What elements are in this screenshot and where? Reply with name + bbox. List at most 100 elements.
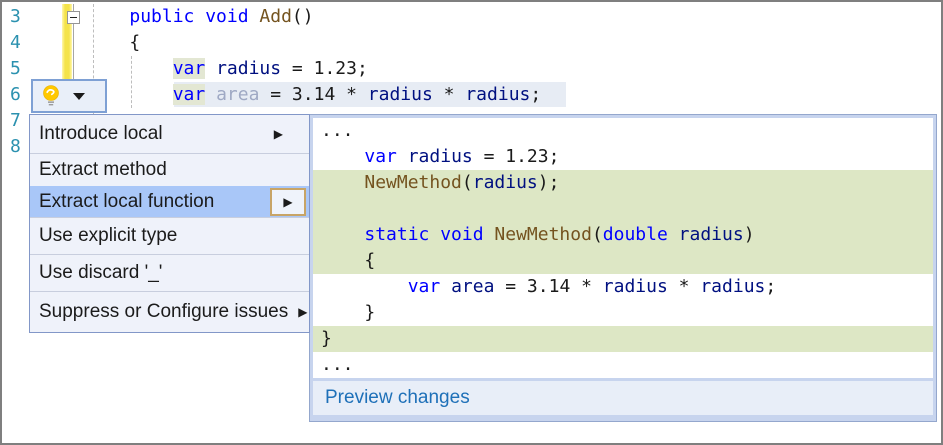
menu-item-label: Extract method	[39, 159, 167, 180]
code-token: radius	[678, 224, 744, 245]
refactoring-preview-popup: ... var radius = 1.23; NewMethod(radius)…	[309, 114, 937, 422]
code-line: public void Add()	[86, 4, 314, 30]
code-indent	[321, 172, 364, 193]
line-number: 4	[10, 32, 21, 53]
chevron-right-icon: ▶	[283, 194, 293, 209]
code-indent	[321, 276, 408, 297]
code-token: ...	[321, 120, 354, 141]
menu-item-introduce-local[interactable]: Introduce local ▶	[30, 115, 309, 153]
preview-line-added: static void NewMethod(double radius)	[313, 222, 933, 248]
preview-code-pane: ... var radius = 1.23; NewMethod(radius)…	[313, 118, 933, 378]
code-token: static void	[364, 224, 495, 245]
code-token	[86, 58, 173, 79]
code-token: ()	[291, 6, 314, 27]
code-token: {	[364, 250, 376, 271]
menu-item-label: Use discard '_'	[39, 262, 163, 283]
preview-line-added: }	[313, 326, 933, 352]
code-token: *	[667, 276, 701, 297]
preview-line: ...	[313, 118, 933, 144]
menu-item-suppress-or-configure-issues[interactable]: Suppress or Configure issues ▶	[30, 292, 309, 332]
preview-line-added: {	[313, 248, 933, 274]
code-token: public void	[129, 6, 260, 27]
menu-item-label: Use explicit type	[39, 225, 178, 246]
chevron-down-icon	[73, 92, 85, 100]
line-number: 3	[10, 6, 21, 27]
code-token: var	[172, 84, 206, 105]
code-token: (	[591, 224, 603, 245]
chevron-right-icon: ▶	[298, 305, 308, 319]
code-token: radius	[465, 84, 531, 105]
code-token	[668, 224, 679, 245]
menu-item-label: Suppress or Configure issues	[39, 301, 289, 322]
code-token: = 3.14 *	[259, 84, 368, 105]
code-token: {	[86, 32, 141, 53]
track-changes-bar	[62, 4, 72, 80]
code-token: double	[602, 224, 668, 245]
selected-statement-highlight	[174, 82, 566, 107]
lightbulb-icon	[41, 84, 61, 108]
preview-line: var area = 3.14 * radius * radius;	[313, 274, 933, 300]
code-token: }	[321, 328, 332, 349]
chevron-right-icon: ▶	[273, 127, 283, 141]
code-token: var	[364, 146, 397, 167]
code-token	[205, 58, 216, 79]
indent-guide	[131, 56, 132, 108]
code-line: var radius = 1.23;	[86, 56, 368, 82]
preview-changes-link[interactable]: Preview changes	[325, 387, 470, 408]
quick-actions-lightbulb-button[interactable]	[31, 79, 107, 113]
code-token: radius	[602, 276, 668, 297]
code-token: ;	[765, 276, 777, 297]
menu-separator	[30, 291, 309, 292]
preview-line: var radius = 1.23;	[313, 144, 933, 170]
code-token: NewMethod	[494, 224, 592, 245]
code-token: area	[216, 84, 260, 105]
menu-item-use-discard[interactable]: Use discard '_'	[30, 255, 309, 291]
preview-footer: Preview changes	[313, 381, 933, 415]
menu-item-use-explicit-type[interactable]: Use explicit type	[30, 218, 309, 254]
code-token	[397, 146, 408, 167]
line-number: 8	[10, 136, 21, 157]
code-token: )	[743, 224, 755, 245]
code-token: radius	[407, 146, 473, 167]
preview-line: }	[313, 300, 933, 326]
code-token: ;	[530, 84, 542, 105]
code-line: {	[86, 30, 140, 56]
code-token: = 3.14 *	[494, 276, 603, 297]
code-token: = 1.23;	[472, 146, 560, 167]
code-token: ...	[321, 354, 354, 375]
code-indent	[321, 146, 364, 167]
outlining-margin-line	[73, 4, 74, 79]
code-token: *	[432, 84, 466, 105]
menu-item-extract-local-function[interactable]: Extract local function ▶	[30, 186, 309, 217]
preview-line-added: NewMethod(radius);	[313, 170, 933, 196]
line-number: 5	[10, 58, 21, 79]
line-number: 7	[10, 110, 21, 131]
code-token	[86, 6, 129, 27]
menu-separator	[30, 254, 309, 255]
code-token: var	[407, 276, 441, 297]
code-token: radius	[700, 276, 766, 297]
code-token: (	[461, 172, 473, 193]
code-token: }	[364, 302, 376, 323]
code-indent	[321, 224, 364, 245]
preview-line-added	[313, 196, 933, 222]
indent-guide	[93, 4, 94, 114]
code-token: radius	[472, 172, 538, 193]
code-token: );	[537, 172, 560, 193]
menu-separator	[30, 217, 309, 218]
code-token	[205, 84, 216, 105]
code-token: radius	[216, 58, 282, 79]
code-line: var area = 3.14 * radius * radius;	[86, 82, 541, 108]
menu-separator	[30, 153, 309, 154]
code-indent	[321, 250, 364, 271]
collapse-region-toggle[interactable]	[67, 11, 80, 24]
menu-item-extract-method[interactable]: Extract method	[30, 154, 309, 186]
menu-item-label: Extract local function	[39, 190, 215, 212]
menu-item-label: Introduce local	[39, 123, 163, 144]
code-token: NewMethod	[364, 172, 462, 193]
submenu-expand-button[interactable]: ▶	[270, 187, 306, 216]
code-token: radius	[367, 84, 433, 105]
code-token: = 1.23;	[281, 58, 368, 79]
code-indent	[321, 302, 364, 323]
